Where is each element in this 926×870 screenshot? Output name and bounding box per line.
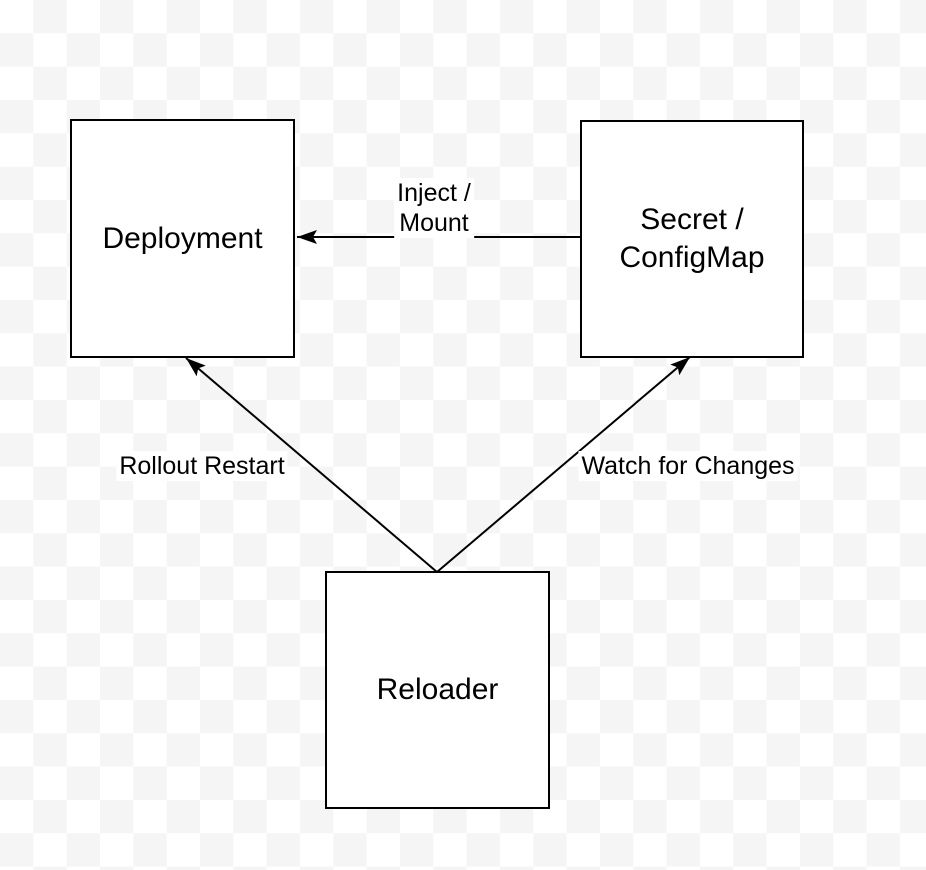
node-reloader: Reloader <box>325 571 550 809</box>
edge-label-inject-mount: Inject / Mount <box>394 178 474 238</box>
edge-label-rollout-restart: Rollout Restart <box>116 451 288 481</box>
node-deployment: Deployment <box>70 119 295 358</box>
edge-label-watch-for-changes: Watch for Changes <box>578 451 798 481</box>
node-deployment-label: Deployment <box>102 221 263 255</box>
node-secret-configmap-label: Secret / ConfigMap <box>619 203 765 274</box>
node-reloader-label: Reloader <box>376 673 499 706</box>
node-secret-configmap: Secret / ConfigMap <box>580 120 804 358</box>
